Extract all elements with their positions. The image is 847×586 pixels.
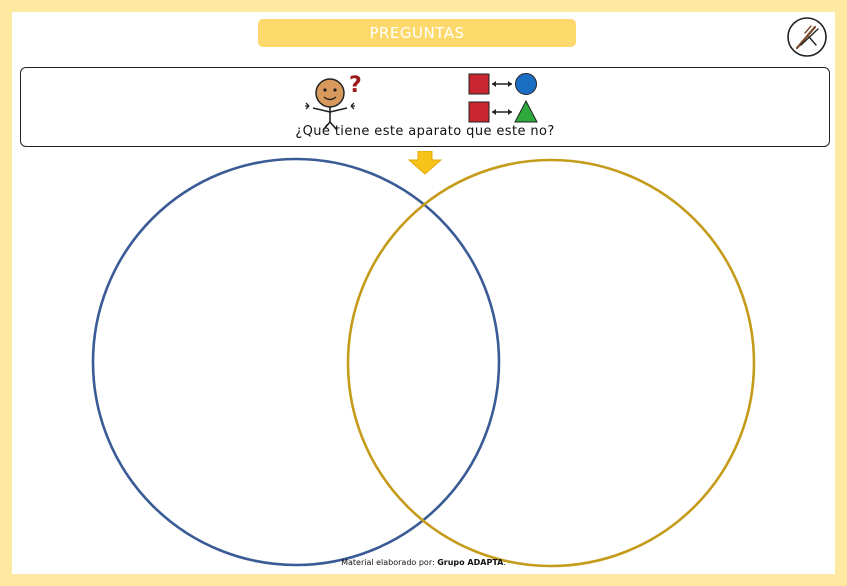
pictogram-group: ? (283, 70, 563, 131)
square-circle-compare-icon (468, 73, 537, 95)
venn-diagram (91, 157, 756, 568)
venn-circle-left (91, 157, 501, 567)
square-triangle-compare-icon (468, 99, 538, 123)
worksheet-page: PREGUNTAS (12, 12, 835, 574)
logo-icon (785, 15, 829, 59)
page-title-text: PREGUNTAS (369, 24, 465, 42)
page-title: PREGUNTAS (258, 19, 576, 47)
venn-circle-right (346, 158, 756, 568)
footer-suffix: . (503, 558, 506, 567)
question-box: ? ¿Qué tiene este aparato que est (20, 67, 830, 147)
footer-credit: Material elaborado por: Grupo ADAPTA. (12, 558, 835, 567)
footer-prefix: Material elaborado por: (341, 558, 438, 567)
arrow-down-icon (407, 150, 443, 175)
footer-author: Grupo ADAPTA (437, 558, 504, 567)
question-text: ¿Qué tiene este aparato que este no? (295, 124, 555, 139)
svg-text:?: ? (349, 73, 362, 98)
thinking-person-icon: ? (305, 73, 362, 131)
